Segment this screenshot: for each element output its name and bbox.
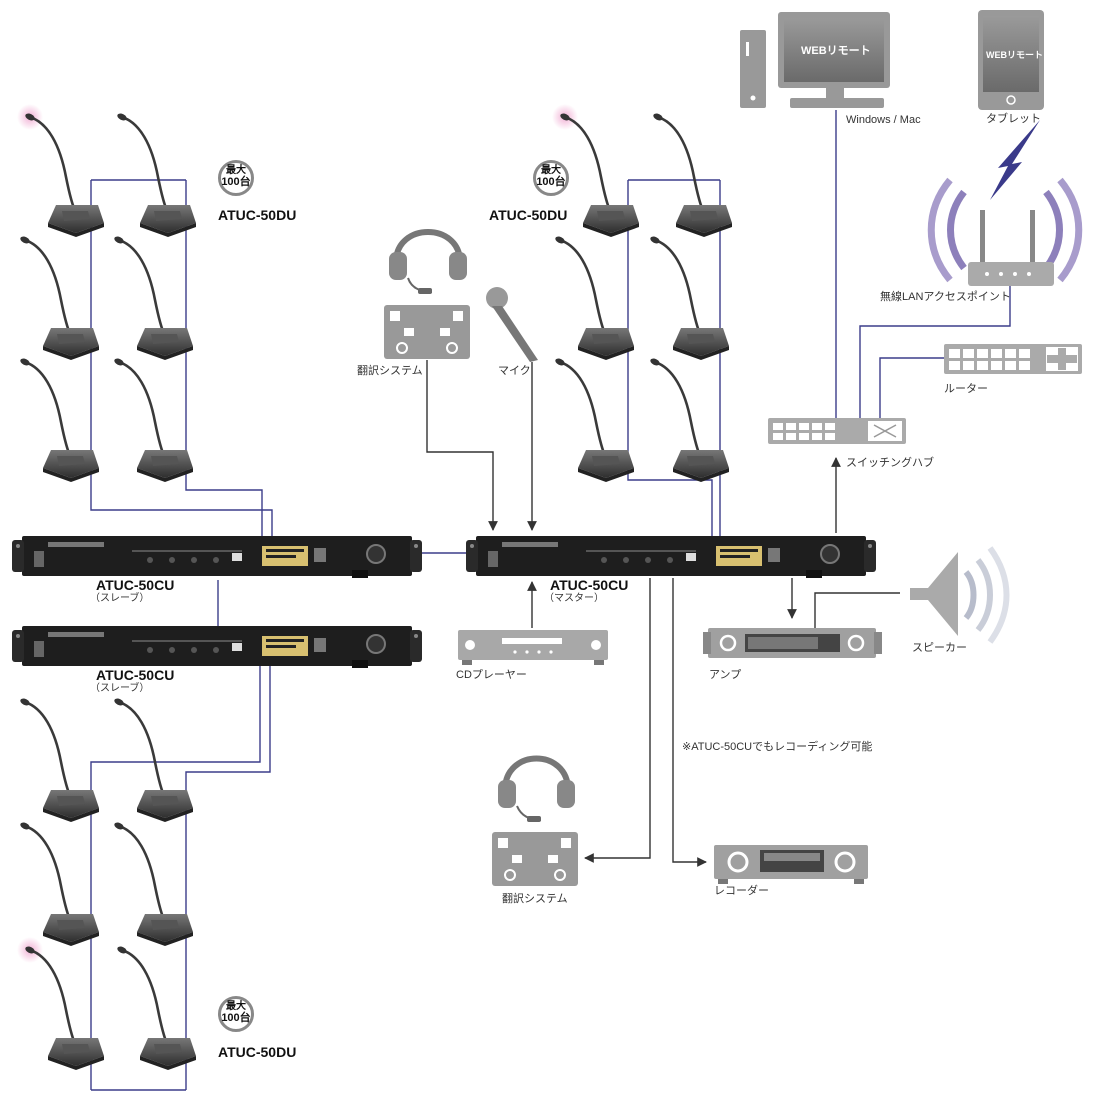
translation-system-top-label: 翻訳システム	[357, 365, 423, 377]
du-model-top-left: ATUC-50DU	[218, 207, 297, 223]
amp-label: アンプ	[709, 669, 742, 681]
cu-slave-bottom-model: ATUC-50CU	[96, 667, 175, 683]
tablet-icon	[978, 10, 1044, 110]
du-model-bottom-left: ATUC-50DU	[218, 1044, 297, 1060]
headset-top-icon	[384, 229, 470, 359]
speaker-icon	[910, 546, 1010, 644]
switching-hub-label: スイッチングハブ	[846, 457, 934, 469]
badge-line1: 最大	[226, 165, 246, 176]
cu-slave-top-role: （スレーブ）	[90, 593, 150, 604]
max-count-badge-top-left: 最大 100台	[218, 160, 254, 196]
max-count-badge-bottom-left: 最大 100台	[218, 996, 254, 1032]
cu-slave-bottom-device	[11, 625, 423, 669]
amp-icon	[703, 628, 882, 658]
cu-slave-top-device	[11, 535, 423, 579]
badge-line1: 最大	[541, 165, 561, 176]
tablet-web-remote-label: WEBリモート	[986, 50, 1043, 60]
translation-system-bottom-label: 翻訳システム	[502, 893, 568, 905]
tablet-label: タブレット	[986, 113, 1041, 125]
signal-arrows	[426, 360, 900, 867]
cd-player-label: CDプレーヤー	[456, 669, 527, 681]
recorder-icon	[714, 845, 868, 884]
network-wiring	[835, 110, 1011, 418]
du-model-top-middle: ATUC-50DU	[489, 207, 568, 223]
speaker-label: スピーカー	[912, 642, 967, 654]
max-count-badge-top-middle: 最大 100台	[533, 160, 569, 196]
badge-line2: 100台	[536, 176, 566, 188]
pc-web-remote-label: WEBリモート	[801, 45, 871, 57]
cd-player-icon	[458, 630, 608, 665]
cu-slave-bottom-role: （スレーブ）	[90, 683, 150, 694]
cu-master-device	[465, 535, 877, 579]
badge-line2: 100台	[221, 176, 251, 188]
headset-bottom-icon	[492, 755, 578, 886]
badge-line1: 最大	[226, 1001, 246, 1012]
router-label: ルーター	[944, 383, 988, 395]
mic-icon	[486, 287, 538, 362]
du-group-top-middle	[552, 104, 734, 540]
windows-mac-label: Windows / Mac	[846, 114, 921, 126]
wlan-ap-icon	[927, 120, 1083, 286]
recording-note: ※ATUC-50CUでもレコーディング可能	[682, 741, 873, 753]
badge-line2: 100台	[221, 1012, 251, 1024]
cu-master-role: （マスター）	[544, 593, 604, 604]
switching-hub-icon	[768, 418, 906, 444]
wlan-ap-label: 無線LANアクセスポイント	[880, 291, 1011, 303]
du-group-top-left	[17, 104, 273, 540]
pc-icon	[740, 12, 890, 108]
du-group-bottom-left	[17, 660, 271, 1091]
cu-master-model: ATUC-50CU	[550, 577, 629, 593]
router-icon	[944, 344, 1082, 374]
cu-slave-top-model: ATUC-50CU	[96, 577, 175, 593]
recorder-label: レコーダー	[714, 885, 769, 897]
mic-label: マイク	[498, 365, 531, 377]
